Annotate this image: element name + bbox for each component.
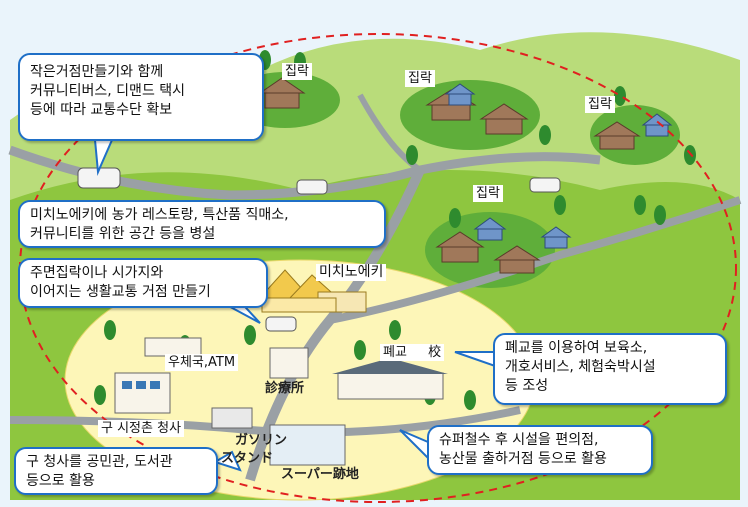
label-school: 폐교 校 [380,344,445,361]
label-settlement-4: 집락 [473,185,503,202]
callout-hub: 주면집락이나 시가지와 이어지는 생활교통 거점 만들기 [18,258,268,308]
callout-transport: 작은거점만들기와 함께 커뮤니티버스, 디맨드 택시 등에 따라 교통수단 확보 [18,53,264,141]
label-supermarket-site: スーパー跡地 [281,467,359,482]
label-old-village-office: 구 시정촌 청사 [98,420,185,437]
label-gas-station-2: スタンド [221,451,274,466]
callout-school: 폐교를 이용하여 보육소, 개호서비스, 체험숙박시설 등 조성 [493,333,727,405]
label-clinic: 診療所 [265,381,305,396]
label-settlement-2: 집락 [405,70,435,87]
callout-old-office: 구 청사를 공민관, 도서관 등으로 활용 [14,447,218,495]
label-settlement-3: 집락 [585,96,615,113]
callout-michinoeki-facilities: 미치노에키에 농가 레스토랑, 특산품 직매소, 커뮤니티를 위한 공간 등을 … [18,200,386,248]
label-michinoeki: 미치노에키 [316,264,387,281]
label-gas-station-1: ガソリン [235,433,288,448]
callout-supermarket: 슈퍼철수 후 시설을 편의점, 농산물 출하거점 등으로 활용 [427,425,653,475]
label-settlement-1: 집락 [282,63,312,80]
label-post-office: 우체국,ATM [165,354,239,371]
